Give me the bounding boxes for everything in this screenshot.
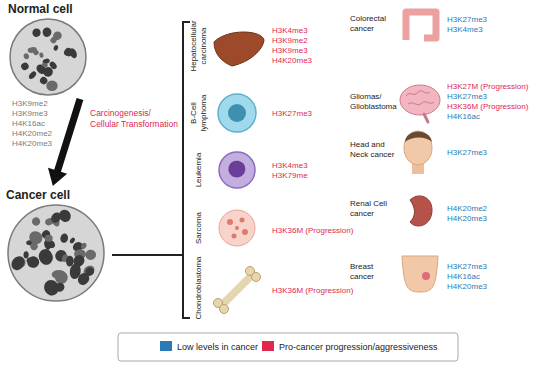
cell-node: Cancer cell [6, 188, 110, 303]
cell-spot [39, 75, 49, 85]
histone-mark: H3K36M (Progression) [272, 226, 353, 236]
text-label: Breast cancer [350, 262, 392, 282]
histone-mark: H4K20me3 [447, 214, 487, 224]
cancer-type-label: Hepatocellular carcinoma [189, 16, 209, 76]
arrow-head [48, 168, 67, 186]
cell-outline [8, 205, 104, 301]
cell-spot [23, 52, 30, 59]
cell-spot [39, 52, 44, 58]
cell-spot [69, 237, 76, 244]
breast-icon [402, 256, 438, 292]
cell-node: Normal cell [8, 2, 98, 97]
legend-text: Pro-cancer progression/aggressiveness [279, 342, 438, 352]
cell-spot [26, 255, 40, 269]
histone-mark: H3K4me3 [272, 161, 308, 171]
cell-spot [44, 235, 52, 243]
cell-picture [6, 203, 106, 303]
histone-mark: H4K16ac [447, 272, 480, 282]
bracket-stem [112, 254, 183, 256]
text-label: Renal Cell cancer [350, 199, 398, 219]
cell-spot [37, 247, 55, 267]
liver-icon [214, 32, 264, 66]
text-label: Head and Neck cancer [350, 140, 400, 160]
legend-frame [118, 333, 458, 361]
cancer-type-label: Chondroblastoma [194, 251, 204, 325]
colon-icon [406, 12, 436, 40]
cell-spot [41, 62, 48, 68]
cell-spot [68, 47, 78, 59]
histone-mark: H3K4me3 [272, 26, 308, 36]
bone-icon [214, 267, 261, 314]
histone-mark: H3K79me [272, 171, 308, 181]
transformation-arrow [57, 99, 80, 173]
text-label: H3K9me2 H3K9me3 H4K16ac H4K20me2 H4K20me… [12, 99, 60, 149]
cell-spot [20, 61, 30, 71]
cell-heading: Normal cell [8, 2, 98, 17]
histone-mark: H4K20me3 [447, 282, 487, 292]
cell-heading: Cancer cell [6, 188, 110, 203]
cell-spot [27, 229, 46, 247]
histone-mark: H3K27me3 [447, 262, 487, 272]
cell-spot [60, 233, 69, 244]
legend-swatch [160, 341, 172, 351]
bracket [183, 22, 190, 318]
histone-mark: H3K27me3 [447, 148, 487, 158]
cell-spot [76, 271, 92, 287]
cell-spot [28, 70, 38, 80]
histone-mark: H3K27me3 [447, 15, 487, 25]
sarcoma-icon [219, 210, 255, 246]
legend-item: Low levels in cancer [160, 341, 258, 353]
histone-mark: H4K20me3 [272, 56, 312, 66]
b-cell-icon [218, 94, 256, 132]
arrow-label: Carcinogenesis/ Cellular Transformation [90, 108, 178, 130]
histone-mark: H3K27me3 [272, 109, 312, 119]
histone-mark: H4K16ac [447, 112, 480, 122]
legend-item: Pro-cancer progression/aggressiveness [262, 341, 438, 353]
cell-spot [32, 217, 41, 226]
brain-icon [400, 85, 440, 122]
cell-spot [52, 270, 66, 279]
cell-outline [10, 19, 86, 95]
histone-mark: H3K36M (Progression) [272, 286, 353, 296]
histone-mark: H3K36M (Progression) [447, 102, 528, 112]
cell-picture [8, 17, 88, 97]
histone-mark: H3K27me3 [447, 92, 487, 102]
cell-spot [9, 254, 27, 273]
cell-spot [66, 256, 74, 267]
cell-spot [42, 65, 55, 78]
cell-spot [31, 27, 42, 38]
cell-spot [84, 249, 97, 261]
cell-spot [42, 27, 52, 37]
cancer-type-label: Sarcoma [194, 203, 204, 253]
histone-mark: H3K4me3 [447, 25, 483, 35]
cell-spot [27, 46, 37, 53]
cell-spot [49, 210, 63, 224]
cancer-type-label: B-Cell lymphoma [189, 91, 209, 135]
histone-mark: H3K27M (Progression) [447, 82, 528, 92]
cell-spot [80, 242, 87, 250]
cell-spot [53, 45, 59, 52]
cancer-type-label: Leukemia [194, 145, 204, 195]
cell-spot [23, 251, 28, 258]
cell-spot [54, 281, 66, 293]
cell-spot [72, 253, 87, 268]
histone-mark: H4K20me2 [447, 204, 487, 214]
leukemia-icon [219, 152, 255, 188]
legend-swatch [262, 341, 274, 351]
histone-mark: H3K9me3 [272, 46, 308, 56]
cell-spot [46, 80, 57, 91]
text-label: Gliomas/ Glioblastoma [350, 92, 402, 112]
text-label: Colorectal cancer [350, 14, 398, 34]
kidney-icon [410, 196, 432, 226]
histone-mark: H3K9me2 [272, 36, 308, 46]
legend-text: Low levels in cancer [177, 342, 258, 352]
head-icon [404, 131, 432, 174]
cell-spot [51, 30, 63, 42]
